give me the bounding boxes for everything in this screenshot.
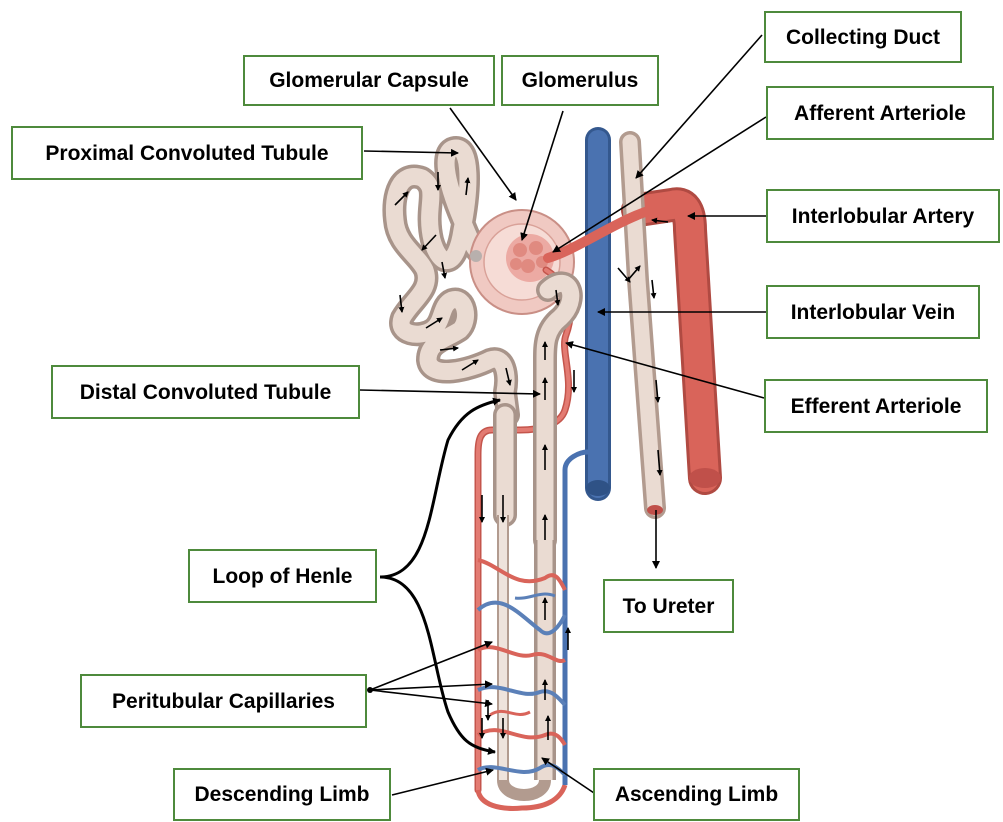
label-efferent-arteriole: Efferent Arteriole <box>764 379 988 433</box>
label-afferent-arteriole: Afferent Arteriole <box>766 86 994 140</box>
label-interlobular-vein: Interlobular Vein <box>766 285 980 339</box>
label-peritubular-capillaries: Peritubular Capillaries <box>80 674 367 728</box>
label-ascending-limb: Ascending Limb <box>593 768 800 821</box>
label-to-ureter: To Ureter <box>603 579 734 633</box>
label-glomerular-capsule: Glomerular Capsule <box>243 55 495 106</box>
label-proximal-convoluted-tubule: Proximal Convoluted Tubule <box>11 126 363 180</box>
label-loop-of-henle: Loop of Henle <box>188 549 377 603</box>
label-glomerulus: Glomerulus <box>501 55 659 106</box>
interlobular-vein-vessel <box>586 140 610 496</box>
label-descending-limb: Descending Limb <box>173 768 391 821</box>
label-distal-convoluted-tubule: Distal Convoluted Tubule <box>51 365 360 419</box>
label-interlobular-artery: Interlobular Artery <box>766 189 1000 243</box>
label-collecting-duct: Collecting Duct <box>764 11 962 63</box>
